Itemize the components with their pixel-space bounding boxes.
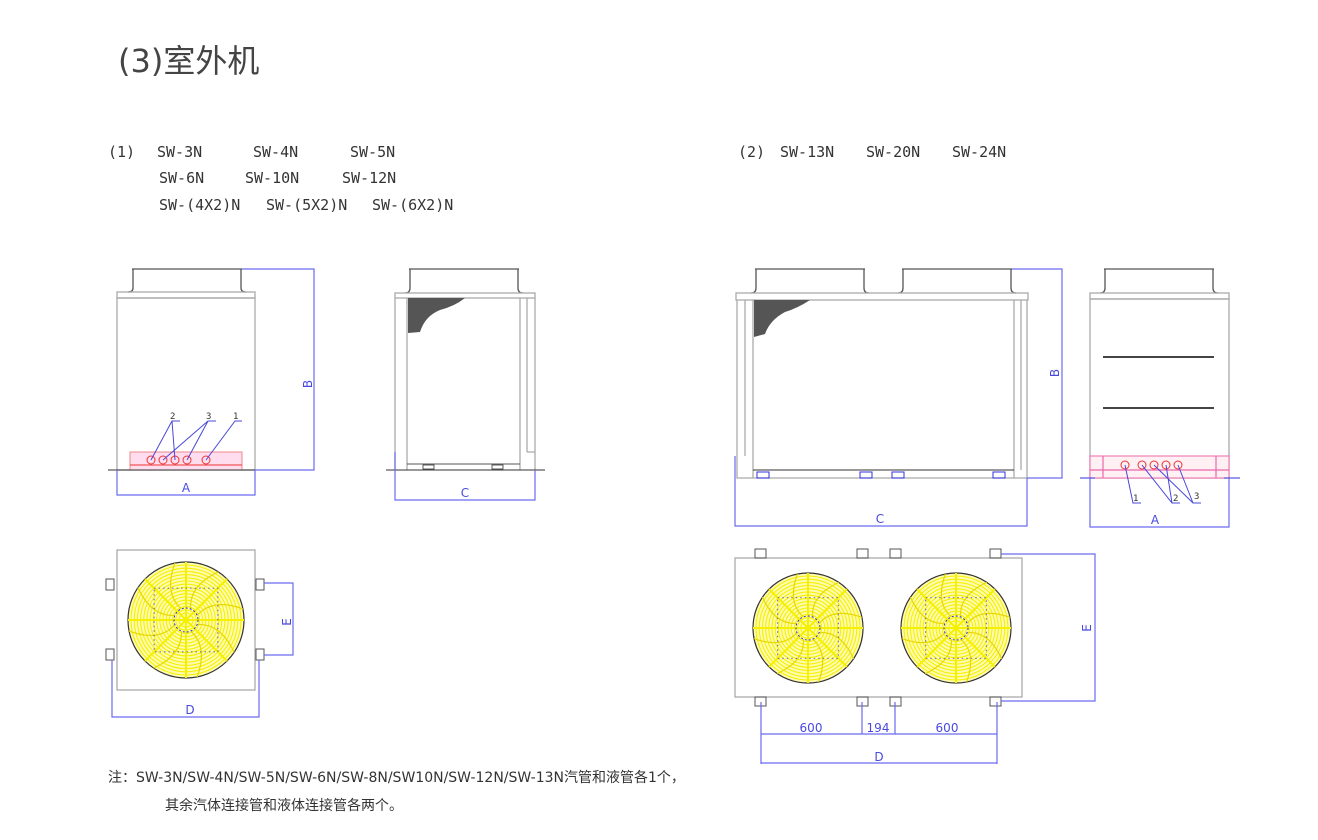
small-unit-top-view: E D (105, 549, 294, 718)
model-label: SW-10N (245, 169, 299, 187)
note-line-2: 其余汽体连接管和液体连接管各两个。 (165, 797, 403, 814)
leader-label-1: 1 (1133, 494, 1138, 504)
leader-label-2: 2 (1173, 494, 1178, 504)
large-unit-side-view: 1 2 3 A (1080, 268, 1240, 528)
fan-grille (752, 572, 864, 684)
model-label: SW-20N (866, 143, 920, 161)
fan-spacing-middle: 194 (867, 721, 890, 735)
model-label: SW-13N (780, 143, 834, 161)
leader-label-3: 3 (1194, 492, 1199, 502)
group1-label: (1) (108, 143, 135, 161)
group2-label: (2) (738, 143, 765, 161)
fan-spacing-right: 600 (936, 721, 959, 735)
dim-A: A (1151, 513, 1160, 527)
fan-spacing-left: 600 (800, 721, 823, 735)
large-unit-top-view: E 600 194 600 D (734, 548, 1096, 764)
dim-D: D (185, 703, 194, 717)
dim-A: A (182, 481, 191, 495)
dim-D: D (874, 750, 883, 764)
small-unit-front-view: 2 3 1 B A (108, 268, 315, 496)
model-label: SW-(6X2)N (372, 196, 453, 214)
note-line-1: 注：SW-3N/SW-4N/SW-5N/SW-6N/SW-8N/SW10N/SW… (108, 770, 685, 786)
dim-C: C (876, 512, 884, 526)
dim-B: B (1048, 369, 1062, 377)
model-label: SW-24N (952, 143, 1006, 161)
model-label: SW-(5X2)N (266, 196, 347, 214)
dim-B: B (301, 380, 315, 388)
small-unit-side-view: C (386, 268, 545, 501)
model-label: SW-5N (350, 143, 395, 161)
dim-E: E (280, 618, 294, 626)
leader-label-1: 1 (233, 412, 238, 422)
model-label: SW-6N (159, 169, 204, 187)
large-unit-front-view: B C (734, 268, 1063, 527)
model-label: SW-4N (253, 143, 298, 161)
model-label: SW-3N (157, 143, 202, 161)
fan-grille (127, 561, 245, 679)
dim-E: E (1080, 624, 1094, 632)
model-label: SW-12N (342, 169, 396, 187)
page-title: (3)室外机 (118, 42, 259, 80)
model-label: SW-(4X2)N (159, 196, 240, 214)
leader-label-3: 3 (206, 412, 211, 422)
fan-grille (900, 572, 1012, 684)
dim-C: C (461, 486, 469, 500)
leader-label-2: 2 (170, 412, 175, 422)
